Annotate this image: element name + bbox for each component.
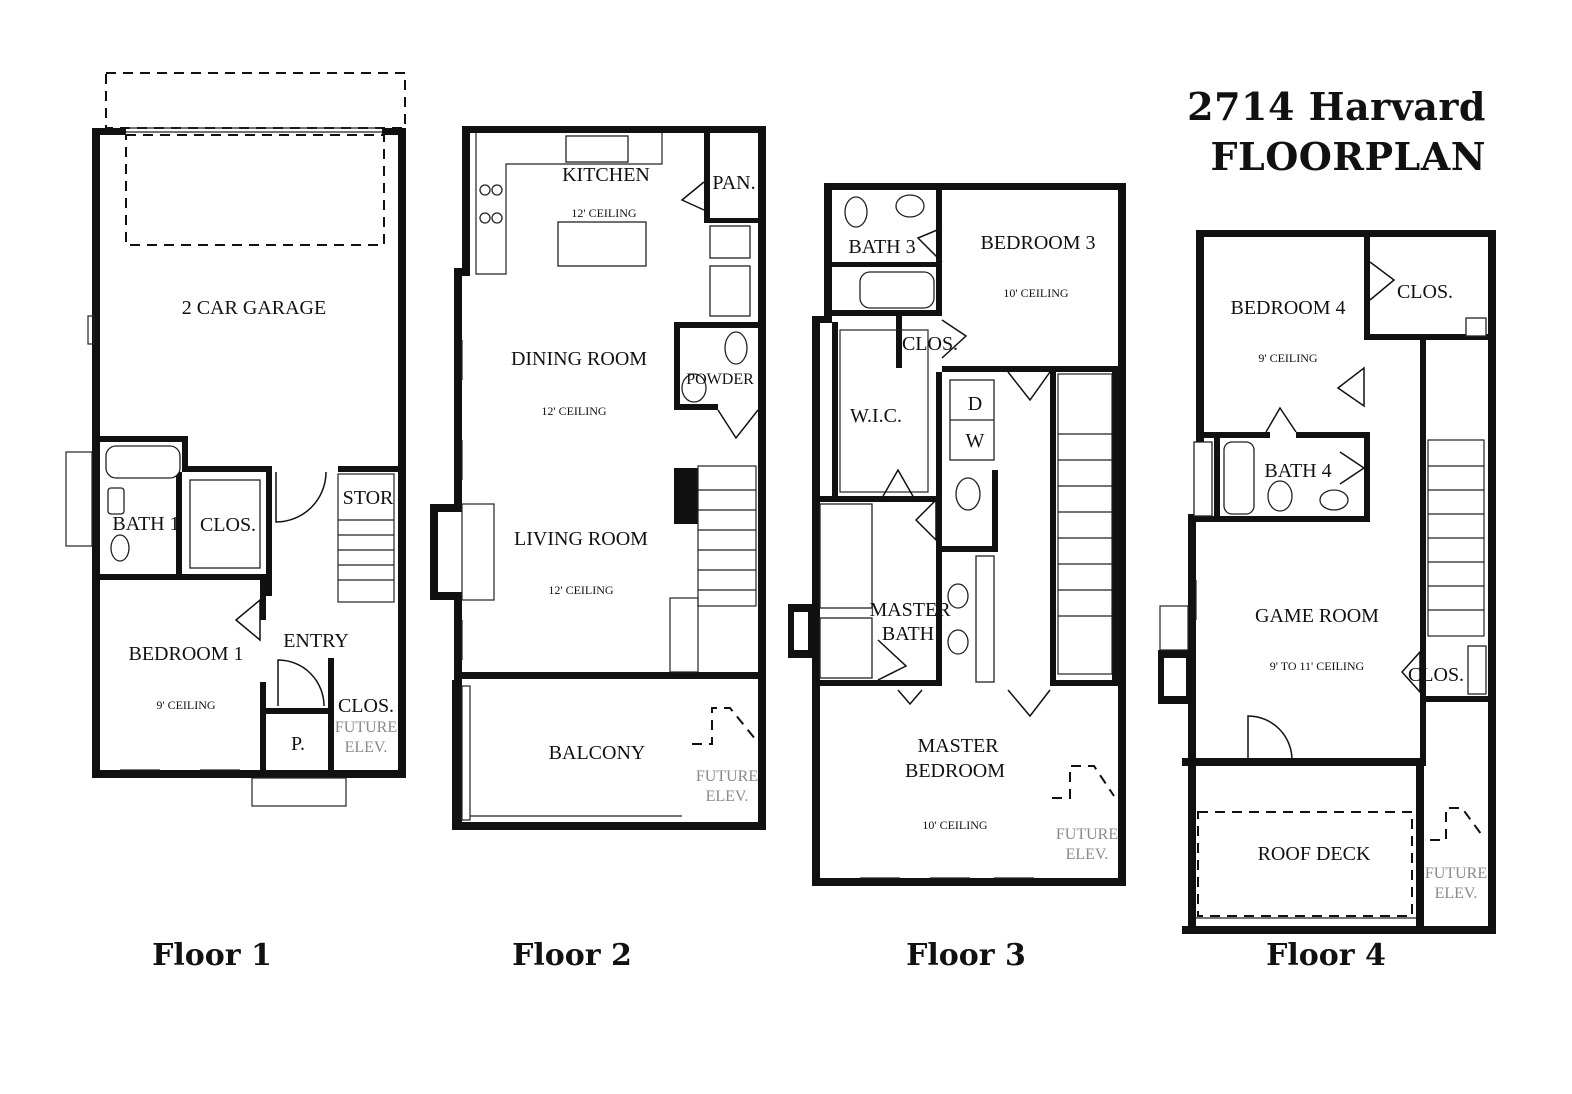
label-pantry: PAN. — [712, 172, 755, 194]
label-entry: ENTRY — [283, 630, 349, 652]
label-future: FUTURE — [696, 768, 758, 785]
label-bedroom-4-ceiling: 9' CEILING — [1258, 351, 1317, 365]
label-bedroom-3: BEDROOM 3 — [980, 232, 1095, 254]
label-elev: ELEV. — [706, 788, 749, 805]
floor-1-labels: 2 CAR GARAGE BATH 1 CLOS. STOR ENTRY BED… — [112, 297, 397, 756]
label-master-ceiling: 10' CEILING — [922, 818, 987, 832]
label-closet-2: CLOS. — [338, 695, 394, 717]
label-garage: 2 CAR GARAGE — [182, 297, 326, 319]
label-closet-2: CLOS. — [1408, 664, 1464, 686]
label-stor: STOR — [343, 487, 394, 509]
label-bedroom-3-ceiling: 10' CEILING — [1003, 286, 1068, 300]
label-master-bath-1: MASTER — [869, 599, 951, 621]
label-elev: ELEV. — [1435, 885, 1478, 902]
label-elev: ELEV. — [1066, 846, 1109, 863]
label-future: FUTURE — [1056, 826, 1118, 843]
floor-3-label: Floor 3 — [906, 938, 1026, 973]
label-living: LIVING ROOM — [514, 528, 648, 550]
label-future: FUTURE — [335, 719, 397, 736]
floor-1-plan — [65, 72, 406, 807]
label-dining-ceiling: 12' CEILING — [541, 404, 606, 418]
floor-2-label: Floor 2 — [512, 938, 632, 973]
title-address: 2714 Harvard — [1187, 84, 1486, 129]
label-wic: W.I.C. — [850, 405, 902, 427]
label-bath-1: BATH 1 — [112, 513, 179, 535]
floor-4-plan — [1158, 230, 1496, 934]
label-powder: POWDER — [686, 371, 754, 388]
label-game-ceiling: 9' TO 11' CEILING — [1270, 659, 1365, 673]
label-roof-deck: ROOF DECK — [1258, 843, 1371, 865]
label-bath-3: BATH 3 — [848, 236, 915, 258]
label-master-bath-2: BATH — [882, 623, 934, 645]
label-dryer: D — [968, 393, 982, 415]
label-porch: P. — [291, 733, 305, 755]
floor-3-plan — [788, 183, 1126, 886]
label-bath-4: BATH 4 — [1264, 460, 1331, 482]
floor-2-labels: KITCHEN 12' CEILING PAN. DINING ROOM 12'… — [511, 164, 758, 805]
title-floorplan: FLOORPLAN — [1210, 134, 1486, 179]
label-dining: DINING ROOM — [511, 348, 647, 370]
label-game-room: GAME ROOM — [1255, 605, 1379, 627]
label-bedroom-4: BEDROOM 4 — [1230, 297, 1345, 319]
floor-1-label: Floor 1 — [152, 938, 272, 973]
label-washer: W — [966, 430, 985, 452]
label-bedroom-1: BEDROOM 1 — [128, 643, 243, 665]
floor-4-label: Floor 4 — [1266, 938, 1386, 973]
label-balcony: BALCONY — [549, 742, 646, 764]
label-bedroom-1-ceiling: 9' CEILING — [156, 698, 215, 712]
label-kitchen: KITCHEN — [562, 164, 650, 186]
floor-3-labels: BATH 3 BEDROOM 3 10' CEILING CLOS. W.I.C… — [848, 232, 1118, 863]
floor-4-labels: BEDROOM 4 9' CEILING CLOS. BATH 4 GAME R… — [1230, 281, 1487, 902]
label-master-bedroom-1: MASTER — [917, 735, 999, 757]
label-master-bedroom-2: BEDROOM — [905, 760, 1005, 782]
label-elev: ELEV. — [345, 739, 388, 756]
label-kitchen-ceiling: 12' CEILING — [571, 206, 636, 220]
label-future: FUTURE — [1425, 865, 1487, 882]
label-closet: CLOS. — [200, 514, 256, 536]
label-closet: CLOS. — [1397, 281, 1453, 303]
floor-2-plan — [430, 126, 766, 830]
label-closet: CLOS. — [902, 333, 958, 355]
label-living-ceiling: 12' CEILING — [548, 583, 613, 597]
